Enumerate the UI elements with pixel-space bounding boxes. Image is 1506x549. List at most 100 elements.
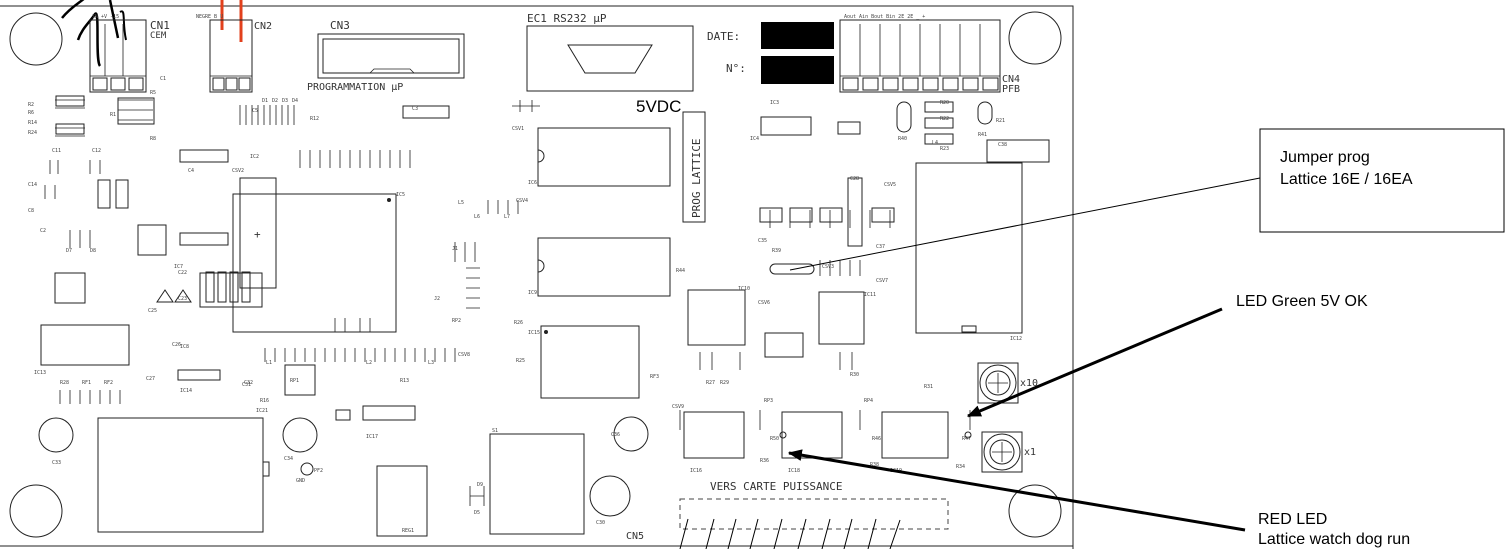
reg1 — [376, 465, 428, 537]
switch-s1 — [489, 433, 585, 535]
ic-upper — [537, 127, 671, 187]
ref-designator-label: C22 — [178, 270, 187, 276]
ic-tall-right — [915, 162, 1023, 334]
ref-designator-label: L3 — [428, 360, 434, 366]
ref-designator-label: R5 — [150, 90, 156, 96]
ref-designator-label: C2 — [40, 228, 46, 234]
ref-designator-label: IC15 — [528, 330, 540, 336]
ec1-rs232-connector: EC1 RS232 µP — [526, 12, 694, 92]
ref-designator-label: IC16 — [690, 468, 702, 474]
prog-lattice-label: PROG LATTICE — [690, 139, 703, 218]
callout-led-green: LED Green 5V OK — [966, 293, 1368, 418]
cn4-pins-label: Aout Ain Bout Bin 2E 2E _ + — [844, 14, 925, 20]
red-led-arrow — [787, 449, 1246, 532]
capacitor-c33 — [38, 417, 74, 453]
mounting-hole-bottom-left — [9, 484, 63, 538]
jumper-callout-line1: Jumper prog — [1280, 149, 1370, 166]
ref-designator-label: L7 — [504, 214, 510, 220]
ref-designator-label: R23 — [940, 146, 949, 152]
ref-designator-label: D9 — [477, 482, 483, 488]
ref-designator-label: R2 — [28, 102, 34, 108]
cn1-pins-label: IN +V -15 — [92, 14, 119, 20]
ref-designator-label: R40 — [898, 136, 907, 142]
svg-text:+: + — [254, 228, 261, 241]
cn5-label: CN5 — [626, 531, 644, 542]
serial-number-label: N°: — [726, 62, 746, 75]
ref-designator-label: C12 — [92, 148, 101, 154]
ref-designator-label: IC9 — [528, 290, 537, 296]
ref-designator-label: C8 — [28, 208, 34, 214]
ref-designator-label: R38 — [870, 462, 879, 468]
x1-label: x1 — [1024, 447, 1036, 458]
date-serial-block: DATE: N°: — [707, 22, 834, 84]
ref-designator-label: C25 — [148, 308, 157, 314]
ref-designator-label: D7 — [66, 248, 72, 254]
ec1-label: EC1 RS232 µP — [527, 12, 607, 25]
ref-designator-label: IC12 — [1010, 336, 1022, 342]
ref-designator-label: R1 — [110, 112, 116, 118]
ref-designator-label: IC13 — [34, 370, 46, 376]
ref-designator-label: C30 — [596, 520, 605, 526]
ref-designator-label: C23 — [178, 296, 187, 302]
ref-designator-label: IC14 — [180, 388, 192, 394]
ref-designator-label: C11 — [52, 148, 61, 154]
ref-designator-label: R25 — [516, 358, 525, 364]
potentiometer-x1 — [983, 433, 1021, 471]
ref-designator-label: D8 — [90, 248, 96, 254]
vers-carte-puissance-label: VERS CARTE PUISSANCE — [710, 480, 842, 493]
ref-designator-label: C38 — [998, 142, 1007, 148]
ref-designator-label: J1 — [452, 246, 458, 252]
callout-red-led: RED LED Lattice watch dog run — [787, 449, 1410, 548]
ref-designator-label: D1 — [262, 98, 268, 104]
capacitor-c34 — [282, 417, 318, 453]
cn3-programming-label: PROGRAMMATION µP — [307, 82, 403, 93]
ref-designator-label: C34 — [284, 456, 293, 462]
ref-designator-label: R22 — [940, 116, 949, 122]
ref-designator-label: R39 — [772, 248, 781, 254]
cn5-connector: VERS CARTE PUISSANCE CN5 — [626, 480, 949, 549]
ref-designator-label: R27 — [706, 380, 715, 386]
ref-designator-label: R21 — [996, 118, 1005, 124]
cn1-connector: IN +V -15 CN1 CEM — [89, 14, 170, 93]
mounting-holes — [9, 11, 1062, 538]
ref-designator-label: C14 — [28, 182, 37, 188]
mounting-hole-bottom-right — [1008, 484, 1062, 538]
ref-designator-label: R20 — [940, 100, 949, 106]
ref-designator-label: RF3 — [650, 374, 659, 380]
ic-18 — [683, 411, 745, 459]
board-outline — [0, 5, 1074, 549]
ref-designator-label: IC11 — [864, 292, 876, 298]
ref-designator-label: J2 — [434, 296, 440, 302]
cn3-connector: CN3 PROGRAMMATION µP — [307, 19, 465, 93]
red-led-label-line2: Lattice watch dog run — [1258, 531, 1410, 548]
cn4-connector: Aout Ain Bout Bin 2E 2E _ + CN4 PFB — [839, 14, 1020, 95]
ref-designator-label: CSV6 — [758, 300, 770, 306]
ref-designator-label: REG1 — [402, 528, 414, 534]
ref-designator-label: R14 — [28, 120, 37, 126]
ic-main-mcu — [232, 193, 397, 333]
regulator-block — [239, 177, 277, 289]
potentiometer-x10 — [979, 364, 1017, 402]
ref-designator-label: R46 — [872, 436, 881, 442]
ic-small-mid — [764, 332, 804, 358]
ic-small-bottom — [284, 364, 316, 396]
ref-designator-label: RP2 — [452, 318, 461, 324]
ic-middle — [537, 237, 671, 297]
ref-designator-label: C27 — [146, 376, 155, 382]
cn1-sub-label: CEM — [150, 31, 167, 41]
ref-designator-label: IC5 — [396, 192, 405, 198]
callout-jumper-prog: Jumper prog Lattice 16E / 16EA — [789, 128, 1505, 271]
ref-designator-label: C4 — [188, 168, 194, 174]
ref-designator-label: D3 — [282, 98, 288, 104]
ref-designator-label: R13 — [400, 378, 409, 384]
jumper-callout-leader — [789, 177, 1261, 271]
ref-designator-label: C3 — [412, 106, 418, 112]
ref-designator-label: D2 — [272, 98, 278, 104]
cn2-label: CN2 — [254, 21, 272, 32]
ref-designator-label: D4 — [292, 98, 298, 104]
ref-designator-label: RP1 — [290, 378, 299, 384]
ref-designator-label: RF1 — [82, 380, 91, 386]
ref-designator-label: S1 — [492, 428, 498, 434]
ref-designator-label: R31 — [924, 384, 933, 390]
ic-20 — [881, 411, 949, 459]
